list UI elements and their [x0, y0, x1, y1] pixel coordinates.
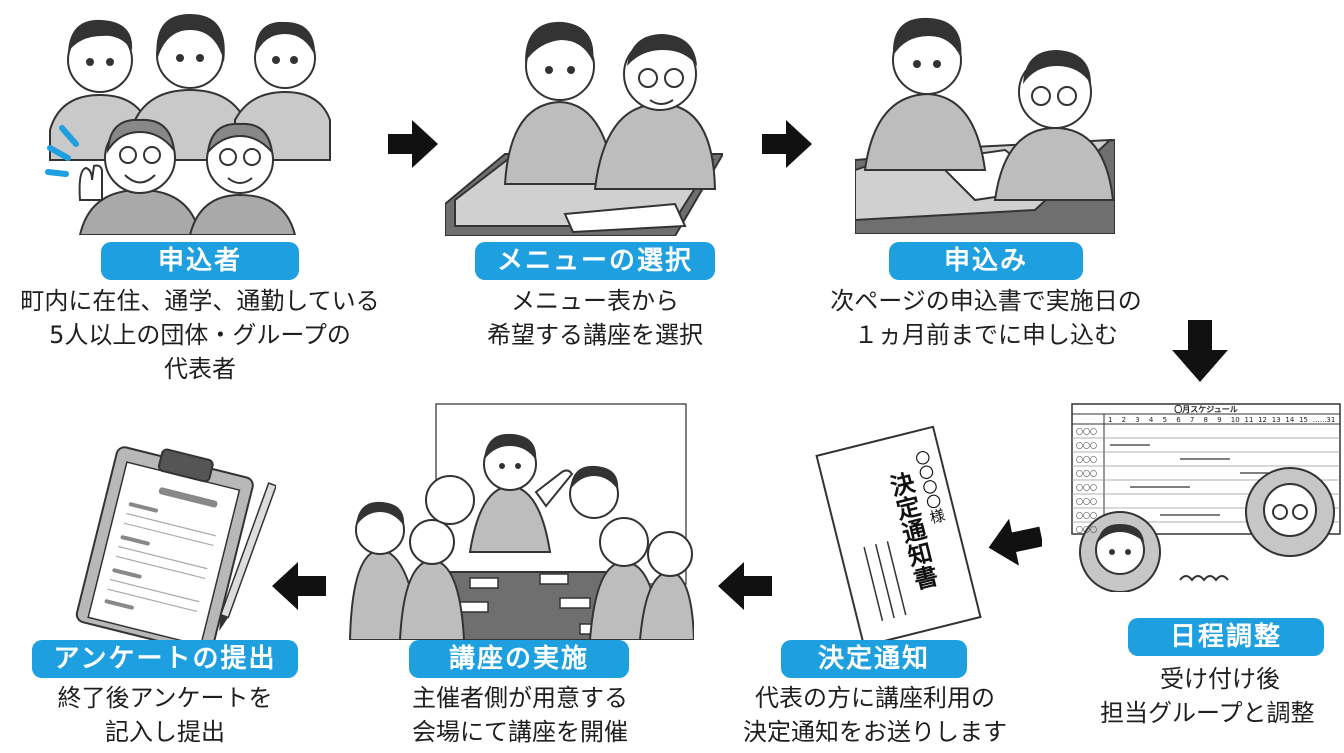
schedule-day: 6 — [1176, 416, 1181, 424]
step-badge-notice: 決定通知 — [781, 640, 967, 678]
schedule-day: 1 — [1108, 416, 1112, 424]
desc-line: 代表者 — [164, 355, 236, 383]
schedule-day: 7 — [1190, 416, 1194, 424]
schedule-day: 3 — [1135, 416, 1139, 424]
step-badge-apply: 申込み — [889, 242, 1083, 280]
flow-arrow-right-icon — [388, 120, 438, 168]
schedule-row-label: 〇〇〇 — [1076, 470, 1097, 478]
desc-line: 決定通知をお送りします — [743, 718, 1007, 746]
desc-line: 受け付け後 — [1160, 665, 1280, 693]
desc-line: 記入し提出 — [105, 718, 225, 746]
step-badge-menu-select: メニューの選択 — [475, 242, 715, 280]
menu-selection-illustration — [445, 4, 723, 236]
schedule-day: 5 — [1163, 416, 1167, 424]
step-desc-notice: 代表の方に講座利用の 決定通知をお送りします — [720, 681, 1030, 749]
step-badge-survey: アンケートの提出 — [32, 640, 298, 678]
schedule-row-label: 〇〇〇 — [1076, 484, 1097, 492]
step-desc-applicant: 町内に在住、通学、通勤している 5人以上の団体・グループの 代表者 — [0, 284, 400, 386]
schedule-day: 10 — [1231, 416, 1240, 424]
step-desc-apply: 次ページの申込書で実施日の １ヵ月前までに申し込む — [790, 284, 1182, 352]
flow-arrow-left-icon — [272, 562, 326, 610]
desc-line: １ヵ月前までに申し込む — [854, 321, 1118, 349]
lecture-illustration — [340, 402, 694, 640]
desc-line: 町内に在住、通学、通勤している — [20, 287, 380, 315]
applicant-group-illustration — [40, 0, 340, 235]
desc-line: 終了後アンケートを — [57, 684, 273, 712]
schedule-day: 31 — [1326, 416, 1335, 424]
schedule-day: 13 — [1272, 416, 1281, 424]
schedule-day: 11 — [1245, 416, 1254, 424]
step-desc-schedule: 受け付け後 担当グループと調整 — [1100, 662, 1344, 730]
step-badge-lecture: 講座の実施 — [409, 640, 629, 678]
step-desc-lecture: 主催者側が用意する 会場にて講座を開催 — [380, 681, 660, 749]
desc-line: 会場にて講座を開催 — [412, 718, 628, 746]
schedule-day: 4 — [1149, 416, 1154, 424]
schedule-day: …… — [1313, 416, 1327, 424]
desc-line: 主催者側が用意する — [412, 684, 628, 712]
schedule-day: 14 — [1285, 416, 1294, 424]
schedule-row-label: 〇〇〇 — [1076, 456, 1097, 464]
schedule-row-label: 〇〇〇 — [1076, 526, 1097, 534]
notice-card-illustration: 決定通知書 〇〇〇〇様 — [800, 418, 1000, 650]
flow-arrow-right-icon — [762, 120, 812, 168]
survey-clipboard-illustration — [56, 440, 276, 650]
desc-line: 担当グループと調整 — [1100, 699, 1315, 727]
schedule-day: 12 — [1258, 416, 1267, 424]
schedule-title: 〇月スケジュール — [1174, 404, 1237, 414]
step-badge-schedule: 日程調整 — [1128, 618, 1324, 656]
desc-line: 希望する講座を選択 — [487, 321, 703, 349]
flow-arrow-left-icon — [718, 562, 772, 610]
step-desc-menu-select: メニュー表から 希望する講座を選択 — [460, 284, 730, 352]
desc-line: 次ページの申込書で実施日の — [830, 287, 1142, 315]
desc-line: メニュー表から — [511, 287, 679, 315]
desc-line: 5人以上の団体・グループの — [49, 321, 351, 349]
schedule-row-label: 〇〇〇 — [1076, 428, 1097, 436]
schedule-day: 9 — [1217, 416, 1221, 424]
flow-arrow-down-icon — [1172, 320, 1228, 382]
schedule-row-label: 〇〇〇 — [1076, 498, 1097, 506]
schedule-row-label: 〇〇〇 — [1076, 442, 1097, 450]
schedule-day: 15 — [1299, 416, 1308, 424]
schedule-row-label: 〇〇〇 — [1076, 512, 1097, 520]
schedule-day: 2 — [1122, 416, 1126, 424]
desc-line: 代表の方に講座利用の — [755, 684, 995, 712]
flow-arrow-left-icon — [988, 518, 1042, 566]
application-illustration — [855, 10, 1115, 234]
step-desc-survey: 終了後アンケートを 記入し提出 — [20, 681, 310, 749]
step-badge-applicant: 申込者 — [101, 242, 299, 280]
schedule-day: 8 — [1204, 416, 1208, 424]
